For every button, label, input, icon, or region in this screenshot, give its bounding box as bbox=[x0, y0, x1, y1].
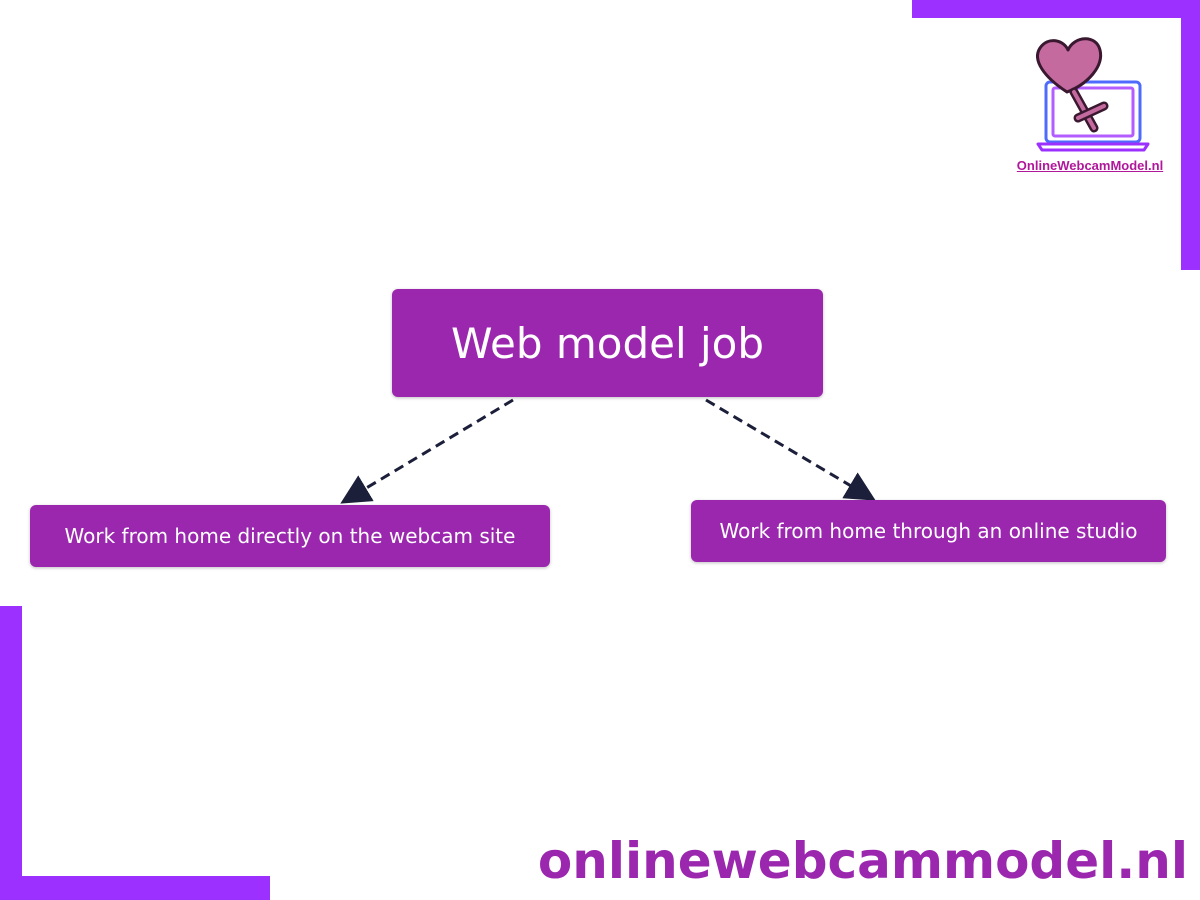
corner-accent-top-right-horizontal bbox=[912, 0, 1200, 18]
brand-logo[interactable]: OnlineWebcamModel.nl bbox=[1004, 32, 1184, 177]
logo-brand-text: OnlineWebcamModel.nl bbox=[1016, 158, 1164, 173]
child-node-label-left: Work from home directly on the webcam si… bbox=[64, 524, 516, 548]
edge-root-to-left bbox=[340, 398, 514, 504]
edge-root-to-right bbox=[705, 398, 876, 501]
corner-accent-bottom-left-horizontal bbox=[0, 876, 270, 900]
footer-site-url[interactable]: onlinewebcammodel.nl bbox=[537, 832, 1188, 890]
diagram-child-node-right: Work from home through an online studio bbox=[691, 500, 1166, 562]
corner-accent-top-right-vertical bbox=[1181, 0, 1200, 270]
laptop-venus-heart-icon bbox=[1036, 37, 1150, 152]
diagram-root-node: Web model job bbox=[392, 289, 823, 397]
root-node-label: Web model job bbox=[450, 318, 765, 368]
child-node-label-right: Work from home through an online studio bbox=[719, 519, 1138, 543]
corner-accent-bottom-left-vertical bbox=[0, 606, 22, 900]
diagram-child-node-left: Work from home directly on the webcam si… bbox=[30, 505, 550, 567]
